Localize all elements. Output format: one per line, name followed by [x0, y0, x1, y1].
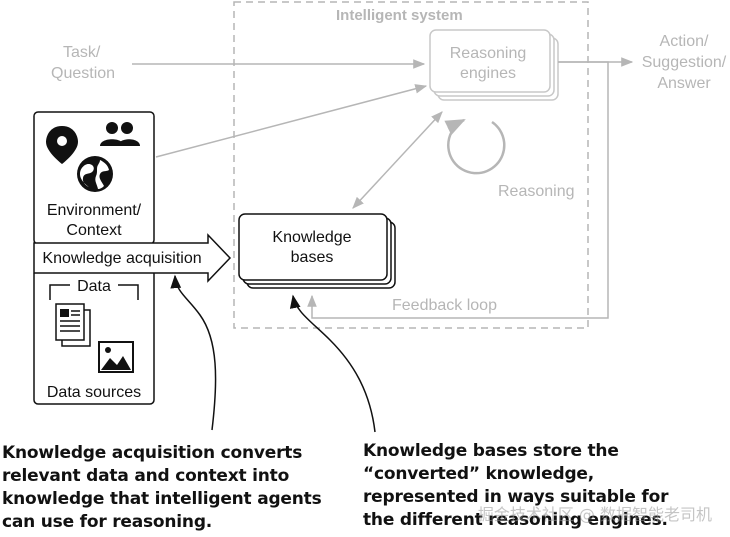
output-label-line1: Action/ [660, 33, 709, 50]
knowledge-acquisition-label: Knowledge acquisition [42, 250, 201, 267]
knowledge-bases-label-line1: Knowledge [272, 229, 351, 246]
people-icon [100, 122, 140, 146]
task-question-label-line2: Question [51, 65, 115, 82]
data-bracket [49, 284, 139, 300]
caption-kb-line1: Knowledge bases store the [363, 441, 619, 461]
environment-context-label-line2: Context [66, 222, 122, 239]
knowledge-bases-label-line2: bases [291, 249, 334, 266]
image-icon [98, 341, 134, 373]
reasoning-loop-label: Reasoning [498, 183, 575, 200]
location-pin-icon [46, 126, 78, 164]
intelligent-system-boundary [233, 1, 589, 329]
watermark: 掘金技术社区 @ 数据智能老司机 [477, 505, 712, 524]
caption-pointer-knowledge-bases [289, 294, 376, 433]
output-label-line3: Answer [657, 75, 711, 92]
reasoning-engines-stack: Reasoning engines [429, 29, 559, 101]
caption-kb-line4: the different reasoning engines. [363, 510, 668, 530]
caption-acquisition-line1: Knowledge acquisition converts [2, 443, 303, 463]
data-sources-label: Data sources [47, 384, 141, 401]
feedback-loop-label: Feedback loop [392, 297, 497, 314]
document-icon [55, 303, 91, 347]
environment-context-box: Environment/ Context [33, 111, 155, 245]
task-question-label-line1: Task/ [63, 44, 101, 61]
caption-kb-line2: “converted” knowledge, [363, 464, 595, 484]
environment-context-label-line1: Environment/ [47, 202, 142, 219]
output-label-line2: Suggestion/ [642, 54, 727, 71]
kb-reasoning-bidirectional-arrow [352, 111, 443, 209]
intelligent-system-title: Intelligent system [336, 7, 463, 24]
data-label: Data [77, 278, 111, 295]
caption-kb-line3: represented in ways suitable for [363, 487, 669, 507]
caption-knowledge-acquisition: Knowledge acquisition converts relevant … [2, 442, 322, 534]
environment-to-reasoning-arrow [155, 84, 428, 158]
globe-icon [77, 156, 113, 192]
knowledge-acquisition-arrow: Knowledge acquisition [33, 233, 232, 283]
caption-acquisition-line2: relevant data and context into [2, 466, 290, 486]
caption-acquisition-line4: can use for reasoning. [2, 512, 213, 532]
caption-pointer-acquisition [170, 274, 217, 431]
reasoning-loop [444, 118, 506, 175]
caption-knowledge-bases: Knowledge bases store the “converted” kn… [363, 440, 668, 532]
caption-acquisition-line3: knowledge that intelligent agents [2, 489, 322, 509]
knowledge-bases-stack: Knowledge bases [238, 213, 396, 289]
data-sources-box: Data Data sources [33, 269, 155, 405]
feedback-loop-arrow [307, 61, 609, 319]
reasoning-engines-label-line1: Reasoning [450, 45, 527, 62]
reasoning-engines-label-line2: engines [460, 65, 516, 82]
